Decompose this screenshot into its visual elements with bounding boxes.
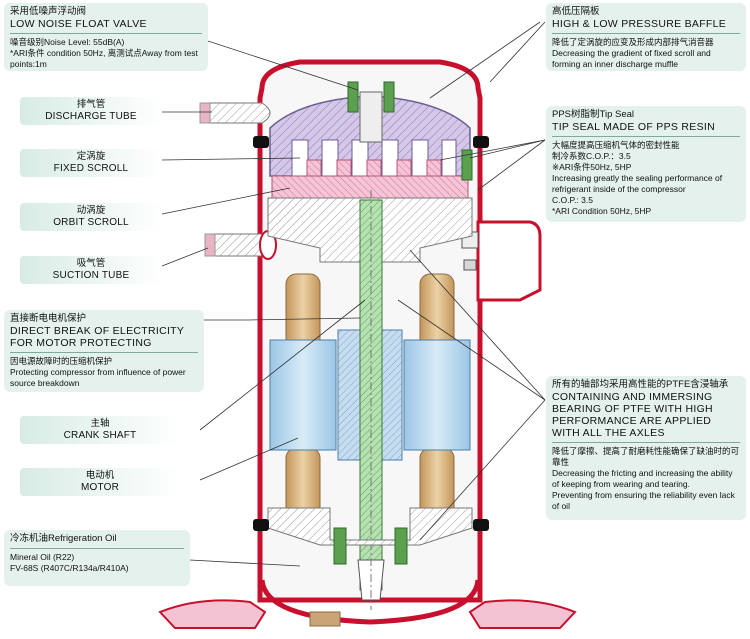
- orbit-scroll-en: ORBIT SCROLL: [53, 217, 129, 228]
- terminal-box: [461, 220, 542, 302]
- float-valve: [347, 81, 473, 181]
- motor-protect-divider: [10, 352, 198, 353]
- crank-shaft-cn: 主轴: [90, 418, 110, 429]
- baffle-en: HIGH & LOW PRESSURE BAFFLE: [552, 18, 727, 30]
- label-suction-tube: 吸气管 SUCTION TUBE: [20, 256, 162, 284]
- float-valve-cn: 采用低噪声浮动阀: [10, 6, 87, 17]
- bearing-desc-en2: Preventing from ensuring the reliability…: [552, 490, 735, 511]
- suction-tube: [204, 230, 277, 260]
- oil-line2: FV-68S (R407C/R134a/R410A): [10, 563, 129, 573]
- bearing-callout: 所有的轴部均采用高性能的PTFE含浸轴承 CONTAINING AND IMME…: [546, 376, 746, 520]
- bearing-desc-en1: Decreasing the fricting and increasing t…: [552, 468, 733, 489]
- motor-protect-en1: DIRECT BREAK OF ELECTRICITY: [10, 325, 185, 337]
- bearing-cn: 所有的轴部均采用高性能的PTFE含浸轴承: [552, 379, 729, 390]
- label-motor: 电动机 MOTOR: [20, 468, 180, 496]
- tip-seal-cn: PPS树脂制Tip Seal: [552, 109, 635, 120]
- bearing-divider: [552, 442, 740, 443]
- tip-seal-line2: 制冷系数C.O.P.：3.5: [552, 151, 631, 161]
- motor-en: MOTOR: [80, 482, 120, 493]
- motor-stator: [269, 329, 471, 461]
- crank-shaft-en: CRANK SHAFT: [63, 430, 137, 441]
- tip-seal-callout: PPS树脂制Tip Seal TIP SEAL MADE OF PPS RESI…: [546, 106, 746, 222]
- suction-tube-en: SUCTION TUBE: [52, 270, 130, 281]
- tip-seal-en: TIP SEAL MADE OF PPS RESIN: [552, 121, 716, 133]
- motor-protect-en2: FOR MOTOR PROTECTING: [10, 337, 152, 349]
- discharge-tube: [199, 102, 271, 124]
- seam-rings: [253, 136, 489, 531]
- fixed-scroll-en: FIXED SCROLL: [53, 163, 129, 174]
- oil-line1: Mineral Oil (R22): [10, 552, 75, 562]
- motor-protect-desc-cn: 因电源故障时的压缩机保护: [10, 356, 113, 366]
- label-crank-shaft: 主轴 CRANK SHAFT: [20, 416, 180, 444]
- tip-seal-line3: ※ARI条件50Hz, 5HP: [552, 162, 632, 172]
- tip-seal-line5: C.O.P.: 3.5: [552, 195, 593, 205]
- label-discharge-tube: 排气管 DISCHARGE TUBE: [20, 97, 162, 125]
- motor-cn: 电动机: [85, 470, 115, 481]
- float-valve-noise: 噪音级别Noise Level: 55dB(A): [10, 37, 125, 47]
- float-valve-divider: [10, 33, 202, 34]
- suction-tube-cn: 吸气管: [76, 258, 106, 269]
- baffle-desc-en: Decreasing the gradient of fixed scroll …: [552, 48, 711, 69]
- tip-seal-divider: [552, 136, 740, 137]
- fixed-scroll-cn: 定涡旋: [76, 151, 106, 162]
- oil-title: 冷冻机油Refrigeration Oil: [10, 533, 117, 544]
- tip-seal-line4: Increasing greatly the sealing performan…: [552, 173, 723, 194]
- oil-callout: 冷冻机油Refrigeration Oil Mineral Oil (R22) …: [4, 530, 190, 586]
- crank-shaft: [357, 190, 385, 610]
- motor-protect-cn: 直接断电电机保护: [10, 313, 87, 324]
- bearing-desc-cn: 降低了摩擦、提高了耐磨耗性能确保了缺油时的可靠性: [552, 446, 740, 467]
- label-fixed-scroll: 定涡旋 FIXED SCROLL: [20, 149, 162, 177]
- lower-frame: [267, 507, 473, 565]
- motor-protect-callout: 直接断电电机保护 DIRECT BREAK OF ELECTRICITY FOR…: [4, 310, 204, 392]
- oil-divider: [10, 548, 184, 549]
- float-valve-en: LOW NOISE FLOAT VALVE: [10, 18, 147, 30]
- float-valve-callout: 采用低噪声浮动阀 LOW NOISE FLOAT VALVE 噪音级别Noise…: [4, 3, 208, 71]
- tip-seal-line6: *ARI Condition 50Hz, 5HP: [552, 206, 652, 216]
- motor-protect-desc-en: Protecting compressor from influence of …: [10, 367, 186, 388]
- discharge-tube-en: DISCHARGE TUBE: [45, 111, 137, 122]
- orbit-scroll: [271, 159, 469, 199]
- baffle-divider: [552, 33, 740, 34]
- base-feet: [158, 599, 577, 629]
- baffle-desc-cn: 降低了定涡旋的应变及形成内部排气消音器: [552, 37, 714, 47]
- discharge-tube-cn: 排气管: [76, 99, 106, 110]
- bearing-en: CONTAINING AND IMMERSING BEARING OF PTFE…: [552, 391, 713, 439]
- baffle-cn: 高低压隔板: [552, 6, 600, 17]
- tip-seal-line1: 大幅度提高压缩机气体的密封性能: [552, 140, 680, 150]
- baffle-callout: 高低压隔板 HIGH & LOW PRESSURE BAFFLE 降低了定涡旋的…: [546, 3, 746, 71]
- orbit-scroll-cn: 动涡旋: [76, 205, 106, 216]
- label-orbit-scroll: 动涡旋 ORBIT SCROLL: [20, 203, 162, 231]
- float-valve-condition: *ARI条件 condition 50Hz, 离测试点Away from tes…: [10, 48, 198, 69]
